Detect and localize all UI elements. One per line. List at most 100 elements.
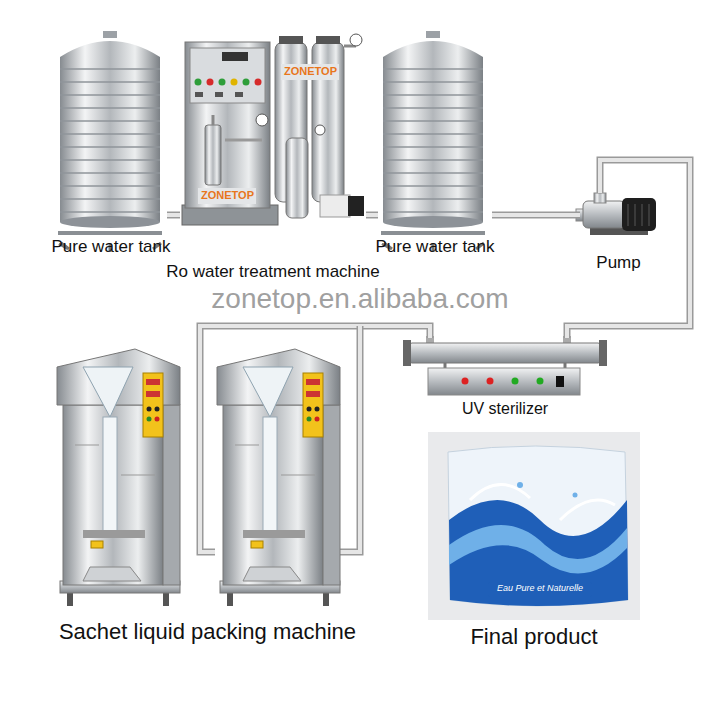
equipment-label: Pure water tank: [375, 237, 494, 257]
uv-sterilizer-illustration: [564, 363, 567, 368]
sachet-photo: [573, 493, 578, 498]
equipment-label: Pump: [596, 253, 640, 273]
pump-illustration: [627, 204, 629, 226]
pipe-wall: [357, 326, 364, 342]
uv-sterilizer-illustration: [408, 343, 602, 363]
sachet-photo: [448, 446, 628, 606]
ro-machine-illustration: [207, 79, 214, 86]
packing-machine-illustration: [340, 342, 360, 552]
uv-sterilizer-illustration: [462, 378, 469, 385]
water-pipe: [492, 215, 580, 216]
uv-sterilizer-illustration: [556, 376, 564, 387]
ro-machine-illustration: [316, 36, 340, 44]
equipment-label: Ro water treatment machine: [166, 262, 380, 282]
pump-illustration: [628, 204, 649, 226]
uv-sterilizer-illustration: [403, 336, 607, 395]
sachet-photo: [428, 432, 640, 620]
pipe-core: [567, 160, 690, 338]
pump-illustration: [576, 193, 656, 235]
sachet-photo: [560, 500, 615, 520]
pipe-core: [492, 213, 580, 217]
tank-node: Pure water tank: [55, 35, 167, 225]
equipment-label: UV sterilizer: [462, 400, 548, 418]
product-print: Eau Pure et Naturelle: [497, 583, 583, 593]
ro-machine-illustration: [198, 188, 256, 204]
packing-machine-illustration: [340, 342, 360, 552]
packing-machine-illustration: [200, 342, 215, 552]
sachet-photo: [488, 582, 592, 597]
equipment-label: Sachet liquid packing machine: [59, 619, 356, 644]
ro-machine-illustration: [235, 92, 243, 97]
uv-sterilizer-node: UV sterilizer: [403, 338, 607, 397]
uv-sterilizer-illustration: [537, 378, 544, 385]
ro-machine-illustration: [190, 48, 265, 103]
pipe-wall: [167, 212, 180, 219]
packing-machine-illustration: [217, 349, 340, 606]
brand-label: ZONETOP: [284, 65, 337, 78]
uv-sterilizer-illustration: [444, 363, 447, 368]
packing-machine-illustration: [200, 342, 215, 552]
uv-sterilizer-illustration: [403, 340, 411, 366]
tank-illustration: [381, 31, 485, 252]
sachet-photo: [517, 482, 523, 488]
packing-machine-illustration: [57, 342, 360, 606]
sachet-photo: [428, 432, 640, 620]
pipe-core: [200, 326, 430, 342]
pipe-wall: [567, 160, 690, 338]
ro-machine-illustration: [279, 36, 303, 44]
water-pipe: [167, 215, 180, 216]
pipe-wall: [492, 212, 580, 219]
ro-machine-illustration: [195, 79, 202, 86]
watermark: zonetop.en.alibaba.com: [211, 283, 508, 315]
packing-machine-illustration: [57, 349, 180, 606]
pipe-wall: [200, 326, 430, 342]
tank-illustration: [58, 31, 162, 252]
ro-machine-illustration: [231, 79, 238, 86]
ro-machine-illustration: [212, 115, 215, 125]
pump-node: Pump: [580, 193, 657, 237]
tank-node: Pure water tank: [378, 35, 492, 225]
uv-sterilizer-illustration: [487, 378, 494, 385]
packing-machine-node: Sachet liquid packing machine: [40, 342, 375, 650]
ro-machine-illustration: [350, 34, 362, 46]
ro-machine-illustration: [195, 92, 203, 97]
water-pipe: [366, 215, 378, 216]
sachet-photo: [449, 500, 628, 606]
pump-illustration: [634, 204, 636, 226]
pump-illustration: [622, 198, 656, 231]
ro-machine-illustration: [243, 79, 250, 86]
uv-sterilizer-illustration: [512, 378, 519, 385]
ro-machine-illustration: [219, 79, 226, 86]
ro-machine-illustration: [281, 64, 339, 80]
tank-illustration: [58, 31, 485, 252]
ro-machine-illustration: [255, 79, 262, 86]
pipe-wall: [366, 212, 378, 219]
ro-machine-illustration: [182, 34, 364, 225]
pipe-core: [366, 213, 378, 217]
ro-machine-illustration: [205, 125, 221, 185]
pump-illustration: [594, 193, 606, 203]
pump-illustration: [583, 201, 625, 228]
pump-illustration: [641, 204, 643, 226]
ro-machine-illustration: [286, 138, 308, 218]
water-pipe: [200, 326, 430, 342]
equipment-label: Final product: [470, 624, 597, 649]
pump-illustration: [648, 204, 650, 226]
sachet-photo: [449, 525, 627, 573]
brand-label: ZONETOP: [201, 189, 254, 202]
ro-machine-illustration: [348, 196, 364, 216]
ro-machine-illustration: [185, 42, 270, 208]
uv-sterilizer-illustration: [428, 368, 580, 395]
ro-machine-illustration: [320, 195, 350, 217]
uv-sterilizer-illustration: [599, 340, 607, 366]
ro-machine-illustration: [256, 114, 268, 126]
ro-machine-illustration: [222, 52, 248, 61]
ro-machine-illustration: [315, 125, 325, 135]
pipe-core: [358, 326, 362, 342]
water-pipe: [567, 160, 690, 338]
pipe-core: [167, 213, 180, 217]
